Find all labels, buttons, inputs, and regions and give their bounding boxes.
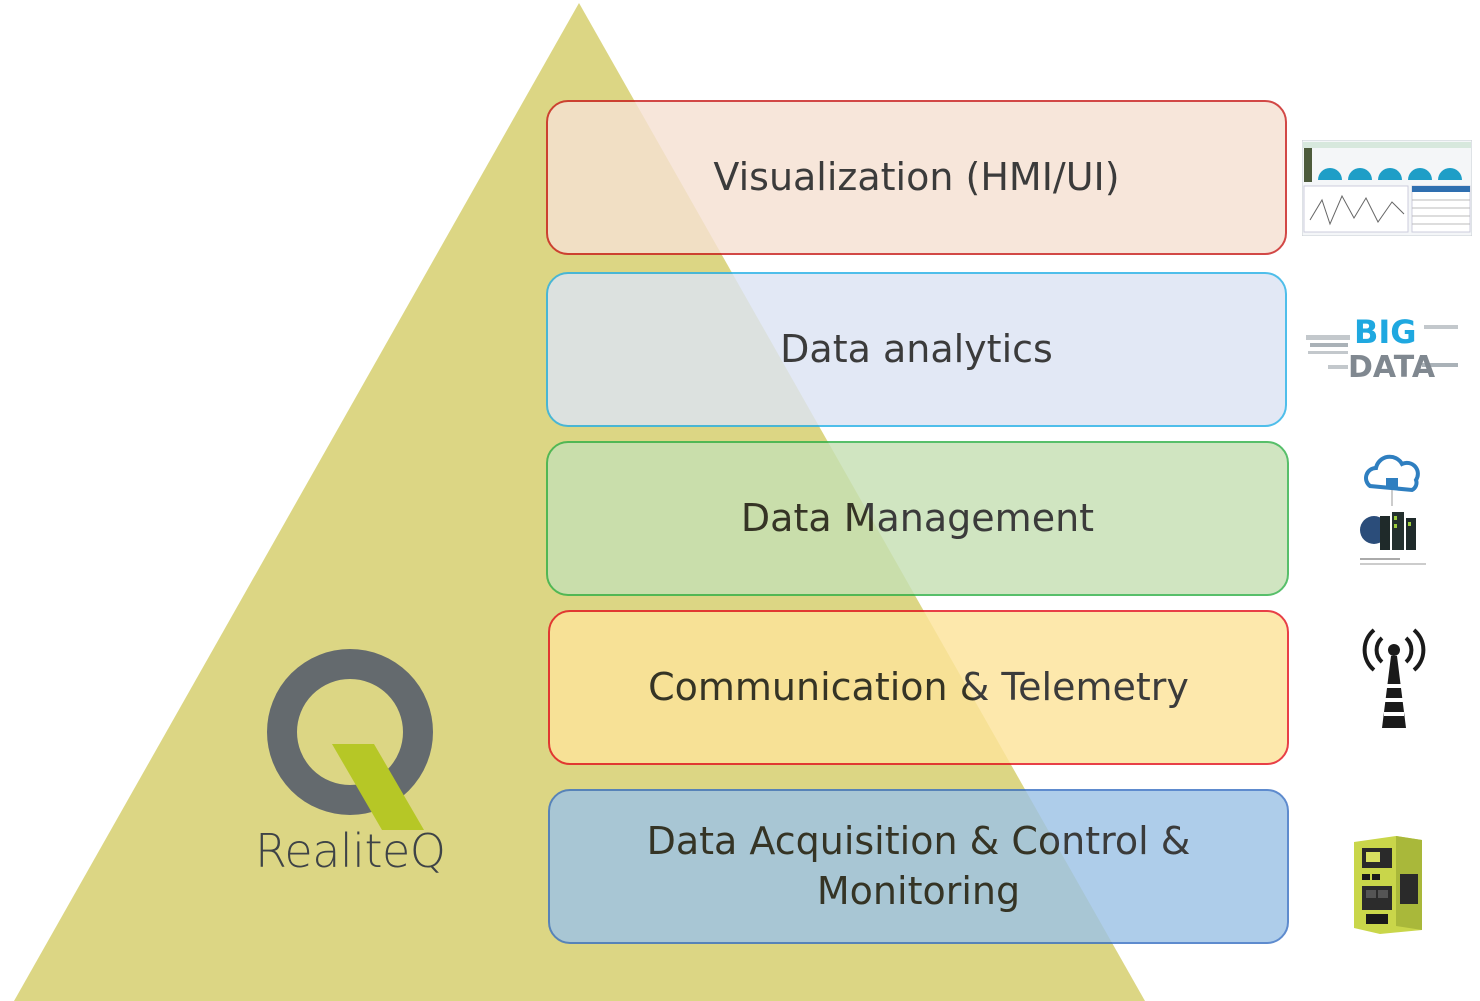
cloud-server-icon xyxy=(1360,454,1426,565)
layer-data-management: Data Management xyxy=(546,441,1289,596)
layer-label: Visualization (HMI/UI) xyxy=(713,154,1120,199)
layer-data-analytics: Data analytics xyxy=(546,272,1287,427)
layer-visualization: Visualization (HMI/UI) xyxy=(546,100,1287,255)
big-data-word-cloud-icon: BIG DATA xyxy=(1306,313,1458,385)
layer-label: Data Management xyxy=(740,495,1095,540)
layer-communication-telemetry: Communication & Telemetry xyxy=(548,610,1289,765)
layer-label: Data analytics xyxy=(780,326,1053,371)
realiteq-logo xyxy=(267,649,433,830)
brand-name: RealiteQ xyxy=(255,824,446,878)
antenna-tower-icon xyxy=(1362,628,1426,728)
layer-data-acquisition: Data Acquisition & Control & Monitoring xyxy=(548,789,1289,944)
data-label: DATA xyxy=(1348,350,1436,385)
controller-device-icon xyxy=(1354,836,1422,934)
big-label: BIG xyxy=(1354,313,1417,351)
layer-label: Data Acquisition & Control & Monitoring xyxy=(646,819,1191,913)
layer-label: Communication & Telemetry xyxy=(648,664,1189,709)
dashboard-thumbnail-icon xyxy=(1302,140,1472,236)
